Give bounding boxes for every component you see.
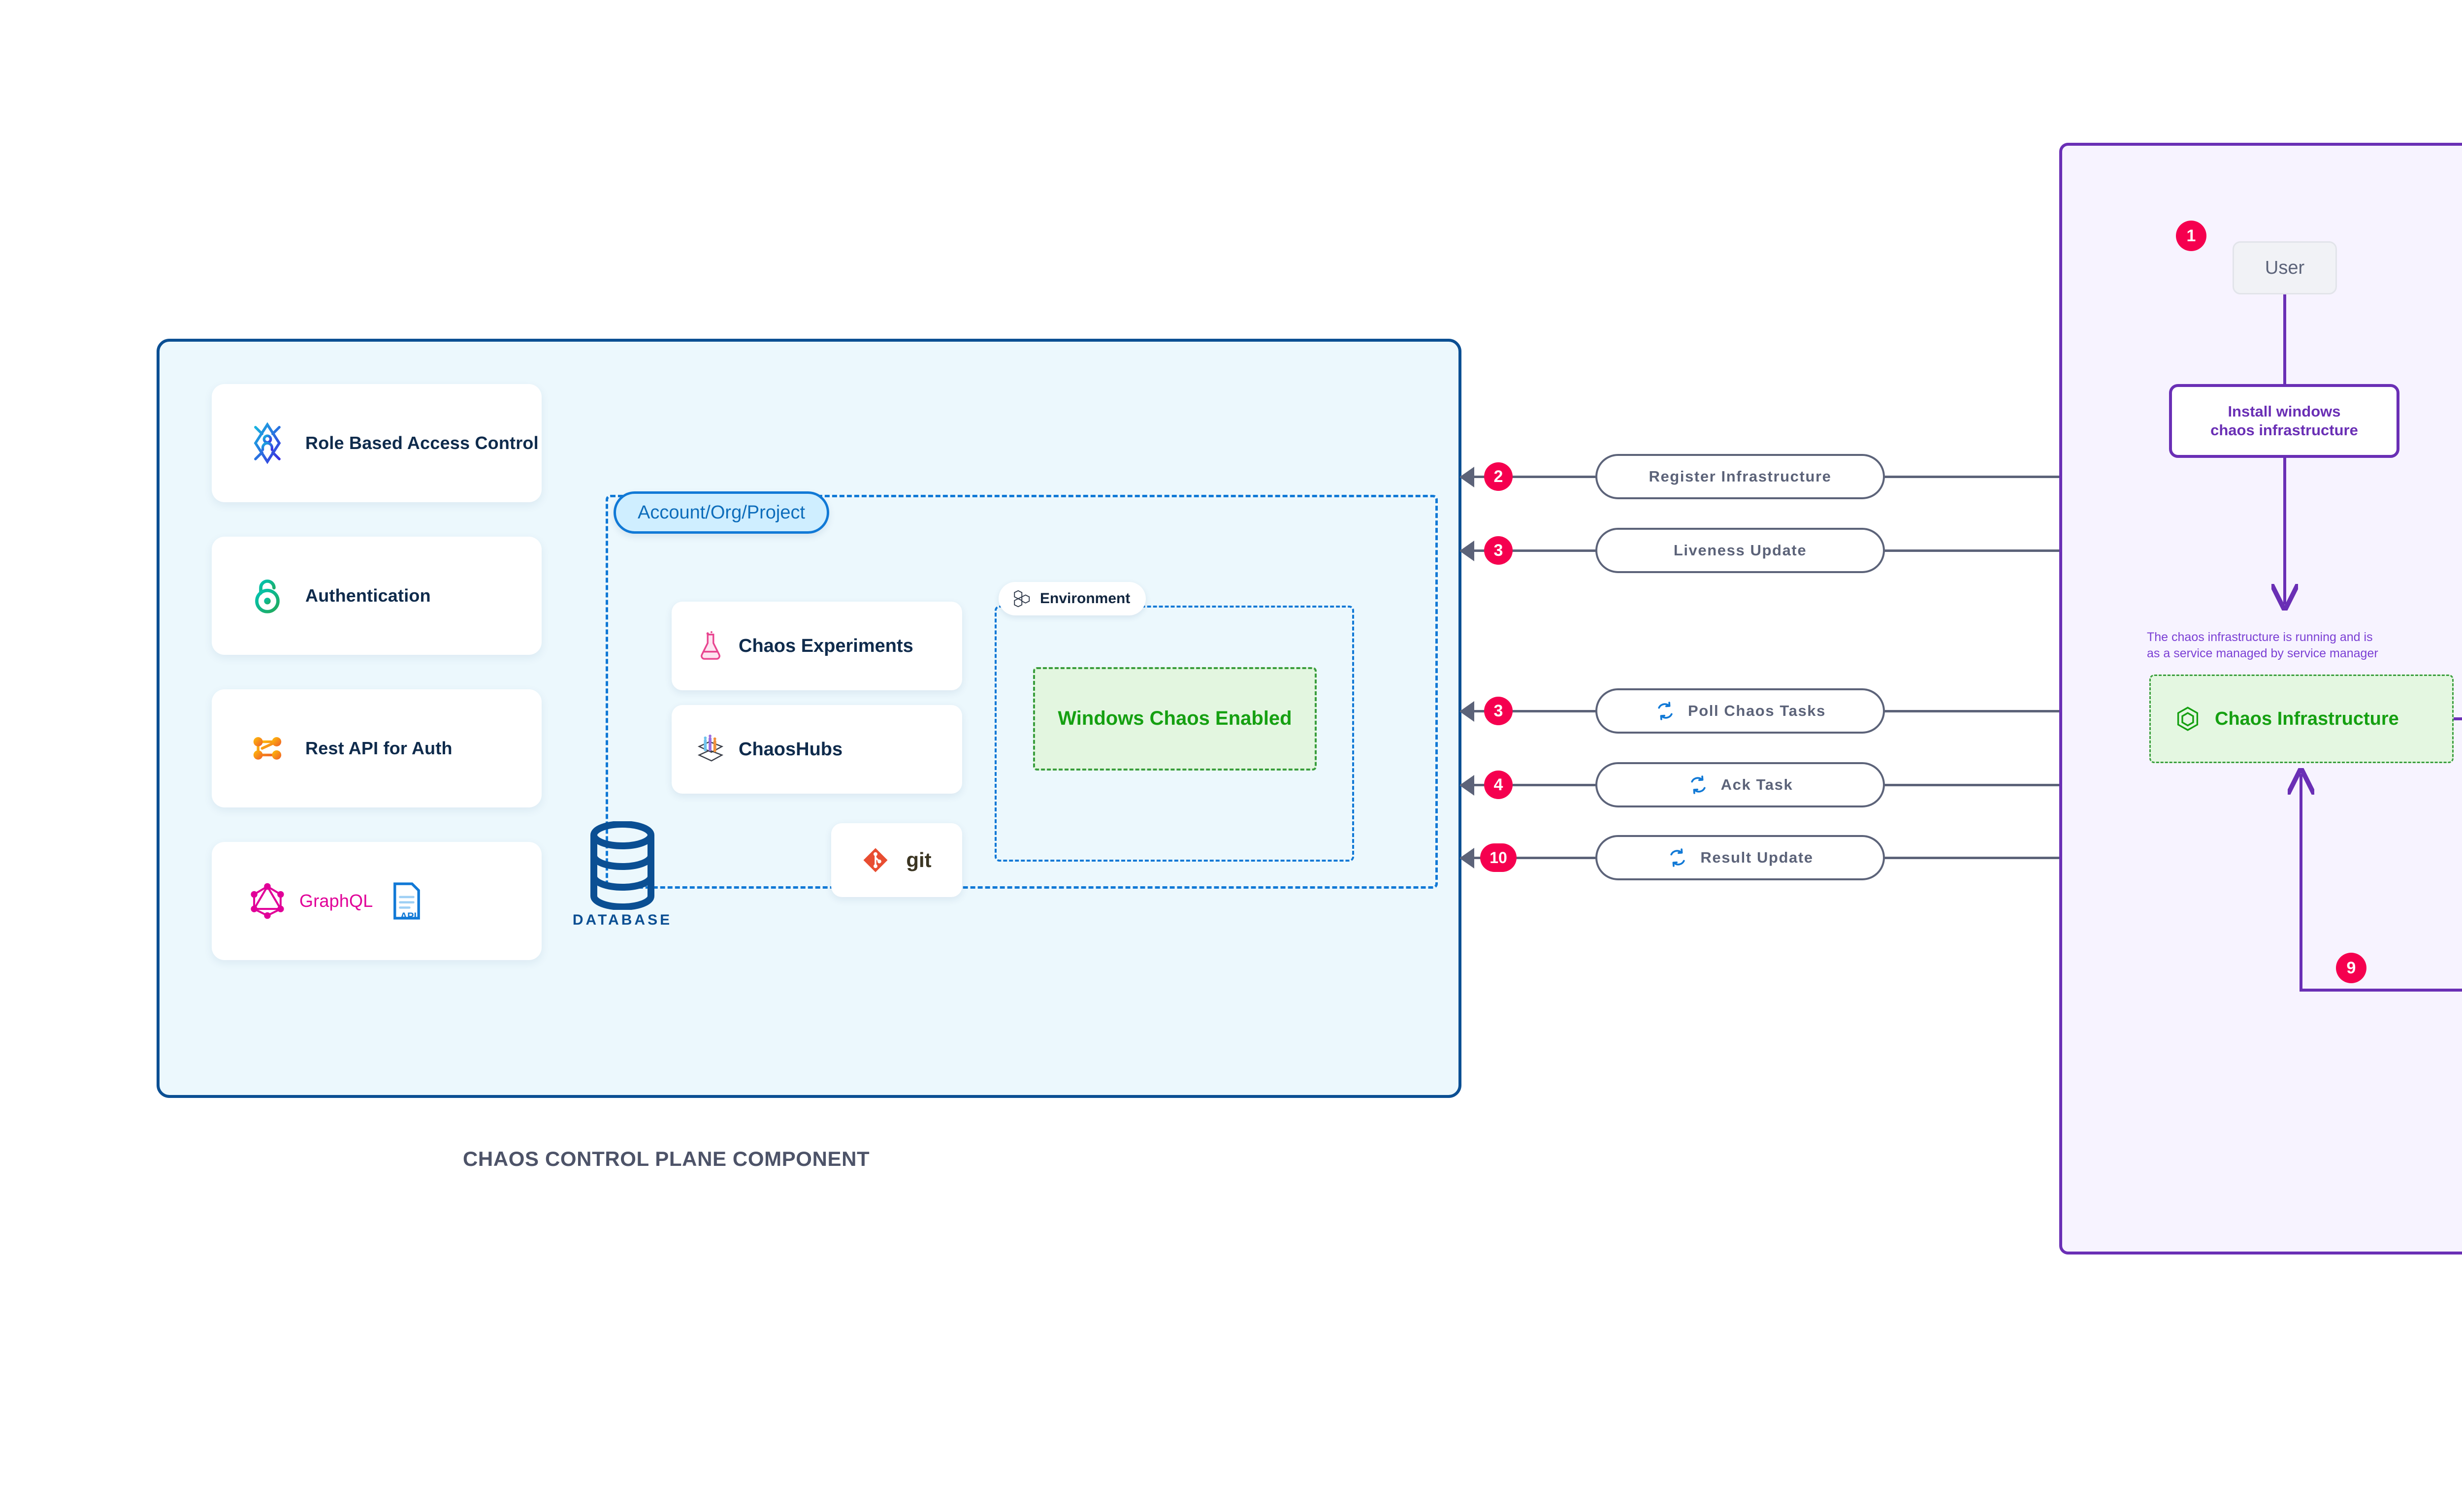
api-doc-icon: API [393,882,421,922]
sync-icon [1658,702,1673,720]
lock-icon [255,579,280,613]
card-chaoshubs[interactable]: ChaosHubs [672,705,962,794]
feature-label: Role Based Access Control [305,433,539,453]
chaos-infrastructure-node[interactable]: Chaos Infrastructure [2149,675,2454,763]
step-badge: 3 [1484,536,1513,565]
step-badge: 4 [1484,771,1513,799]
environment-container [995,606,1354,862]
connector-arrow-head [1459,848,1474,869]
connector-arrow-head [1459,541,1474,561]
rest-api-icon [253,737,282,760]
chaos-infrastructure-note: The chaos infrastructure is running and … [2147,630,2378,660]
user-node[interactable]: User [2233,241,2337,294]
connector-arrow-head [1459,701,1474,722]
connector-arrow-head [1459,775,1474,796]
svg-text:API: API [400,911,417,922]
chaos-infrastructure-label: Chaos Infrastructure [2215,708,2399,729]
feature-card-rbac[interactable]: Role Based Access Control [212,384,542,502]
feature-card-rest-api[interactable]: Rest API for Auth [212,689,542,807]
connector-row-ack-task: 4 Ack Task [1459,762,2066,807]
step-badge-1: 1 [2176,221,2206,251]
environment-pill[interactable]: Environment [999,582,1146,615]
connector-pill[interactable]: Liveness Update [1595,528,1885,573]
flask-icon [701,631,720,660]
test-tube-rack-icon [697,734,724,762]
feature-card-graphql[interactable]: GraphQL API [212,842,542,960]
feature-label: Rest API for Auth [305,738,453,758]
connector-label: Register Infrastructure [1649,468,1832,485]
step-badge: 10 [1480,843,1517,872]
card-label: git [906,848,932,871]
connector-row-register-infrastructure: 2 Register Infrastructure [1459,454,2066,499]
environment-label: Environment [1040,590,1131,607]
account-org-project-label: Account/Org/Project [638,502,806,523]
card-label: Chaos Experiments [739,635,913,656]
connector-label: Liveness Update [1673,542,1807,559]
connector-label: Result Update [1700,849,1814,866]
control-plane-caption: CHAOS CONTROL PLANE COMPONENT [463,1147,870,1170]
connector-row-result-update: 10 Result Update [1459,835,2066,880]
connector-arrow-head [1459,467,1474,487]
connector-row-poll-chaos-tasks: 3 Poll Chaos Tasks [1459,688,2066,734]
connector-label: Poll Chaos Tasks [1687,702,1826,719]
sync-icon [1670,848,1685,867]
connector-label: Ack Task [1720,776,1793,793]
connector-pill[interactable]: Poll Chaos Tasks [1595,688,1885,734]
connector-row-liveness-update: 3 Liveness Update [1459,528,2066,573]
step-badge: 3 [1484,697,1513,725]
card-label: ChaosHubs [739,739,843,760]
sync-icon [1691,775,1706,794]
card-git[interactable]: git [831,823,962,897]
account-org-project-container [606,495,1438,889]
account-org-project-pill[interactable]: Account/Org/Project [614,491,830,534]
database-label: DATABASE [572,912,673,928]
card-chaos-experiments[interactable]: Chaos Experiments [672,602,962,690]
hexagon-icon [2177,707,2199,731]
step-badge: 2 [1484,462,1513,491]
rbac-icon [254,422,281,464]
feature-card-authentication[interactable]: Authentication [212,537,542,655]
connector-pill[interactable]: Register Infrastructure [1595,454,1885,499]
git-icon [863,848,888,872]
feature-label: Authentication [305,585,431,606]
windows-chaos-enabled-label: Windows Chaos Enabled [1058,708,1292,730]
step-badge-9: 9 [2336,953,2366,983]
feature-label: GraphQL [299,891,373,911]
connector-pill[interactable]: Result Update [1595,835,1885,880]
windows-chaos-enabled-status: Windows Chaos Enabled [1033,667,1317,771]
graphql-icon [251,883,284,919]
user-label: User [2265,257,2305,278]
hexagon-cluster-icon [1014,590,1030,608]
connector-pill[interactable]: Ack Task [1595,762,1885,807]
database-icon [590,821,654,910]
